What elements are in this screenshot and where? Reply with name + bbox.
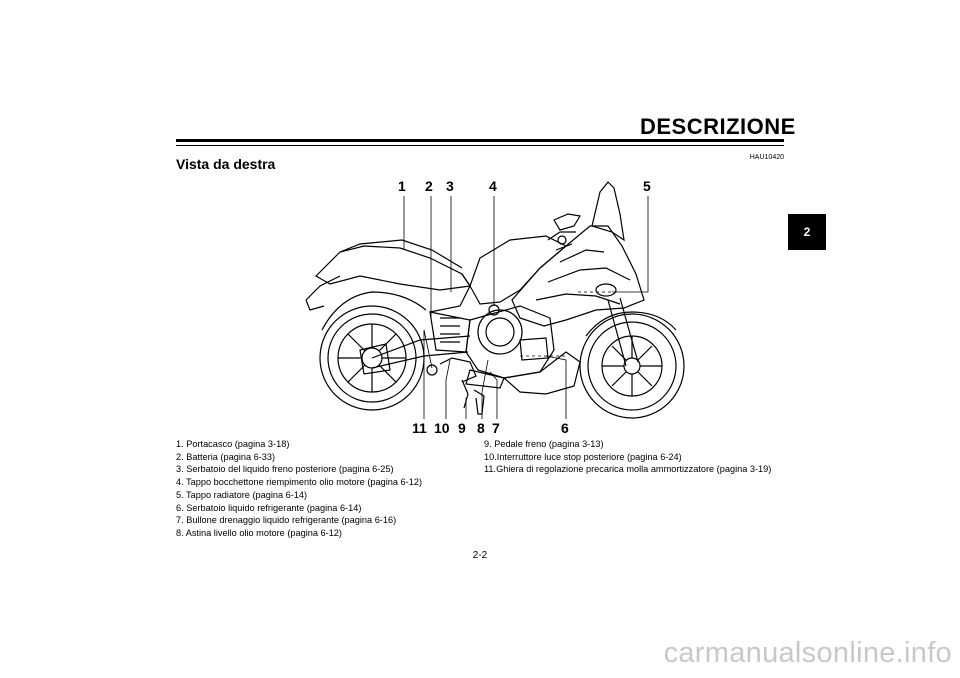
belly-pan (502, 351, 581, 395)
chapter-tab[interactable]: 2 (788, 214, 826, 250)
tail-section (315, 245, 472, 291)
section-code: HAU10420 (749, 154, 784, 161)
legend-right: 9. Pedale freno (pagina 3-13) 10.Interru… (484, 438, 771, 476)
callout-6: 6 (561, 420, 569, 436)
legend-item: 9. Pedale freno (pagina 3-13) (484, 439, 604, 449)
windscreen (591, 181, 625, 242)
legend-item: 1. Portacasco (pagina 3-18) (176, 439, 290, 449)
legend-item: 6. Serbatoio liquido refrigerante (pagin… (176, 502, 362, 513)
legend-item: 4. Tappo bocchettone riempimento olio mo… (176, 477, 422, 488)
legend-item: 7. Bullone drenaggio liquido refrigerant… (176, 515, 397, 526)
rear-wheel (319, 305, 425, 411)
callout-11: 11 (412, 420, 427, 436)
legend-item: 2. Batteria (pagina 6-33) (176, 451, 276, 462)
legend-item: 11.Ghiera di regolazione precarica molla… (484, 464, 772, 475)
callout-5: 5 (643, 178, 651, 194)
legend-item: 5. Tappo radiatore (pagina 6-14) (176, 489, 308, 500)
header-rule-thin (176, 145, 784, 146)
legend-item: 10.Interruttore luce stop posteriore (pa… (484, 451, 682, 462)
watermark[interactable]: carmanualsonline.info (663, 637, 952, 669)
legend-left: 1. Portacasco (pagina 3-18) 2. Batteria … (176, 438, 422, 540)
callout-2: 2 (425, 178, 433, 194)
front-fork (607, 297, 639, 367)
callout-9: 9 (458, 420, 466, 436)
callout-10: 10 (434, 420, 450, 436)
header-title: DESCRIZIONE (640, 114, 796, 139)
legend-item: 8. Astina livello olio motore (pagina 6-… (176, 527, 342, 538)
legend-item: 3. Serbatoio del liquido freno posterior… (176, 464, 394, 475)
header-rule (176, 139, 784, 142)
callout-3: 3 (446, 178, 454, 194)
callout-leaders (403, 196, 649, 419)
callout-1: 1 (398, 178, 406, 194)
page-number: 2-2 (472, 550, 488, 561)
callout-8: 8 (477, 420, 485, 436)
callout-7: 7 (492, 420, 500, 436)
section-title: Vista da destra (176, 156, 276, 172)
front-wheel (579, 313, 685, 419)
callout-4: 4 (489, 178, 497, 194)
